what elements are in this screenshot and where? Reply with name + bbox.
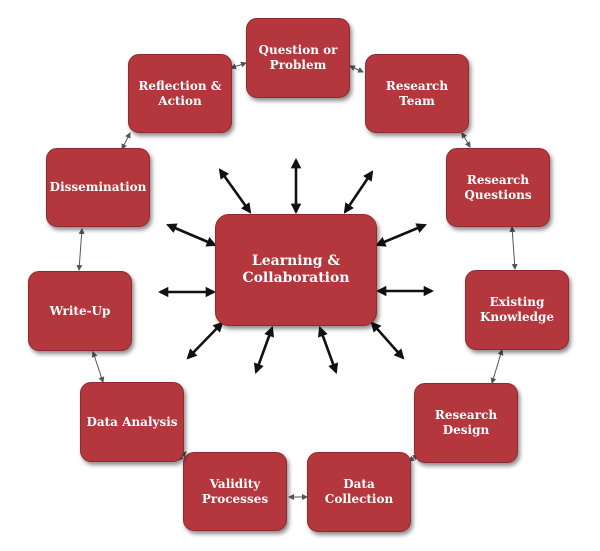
radial-arrow-upper-right xyxy=(375,223,427,247)
radial-arrow-lower-right xyxy=(370,321,405,360)
radial-arrow-bottom-right xyxy=(317,326,339,374)
connector-reflection-question xyxy=(230,61,247,70)
step-write-up: Write-Up xyxy=(28,271,132,351)
connector-analysis-writeup xyxy=(91,351,105,383)
step-dissemination: Dissemination xyxy=(46,148,150,227)
connector-dissemination-reflection xyxy=(121,132,131,150)
radial-arrow-lower-left xyxy=(186,321,224,360)
step-research-questions: Research Questions xyxy=(446,148,550,227)
radial-arrow-bottom-left xyxy=(253,326,275,374)
step-reflection-and-action: Reflection & Action xyxy=(128,54,232,133)
connector-questions-knowledge xyxy=(509,226,518,270)
connector-knowledge-design xyxy=(490,349,504,384)
step-validity-processes: Validity Processes xyxy=(183,452,287,531)
connector-writeup-dissemination xyxy=(76,228,85,271)
radial-arrows xyxy=(157,157,435,374)
center-node-learning-collaboration: Learning & Collaboration xyxy=(215,214,377,326)
radial-arrow-top-left xyxy=(218,168,252,214)
step-research-design: Research Design xyxy=(414,383,518,463)
radial-arrow-upper-left xyxy=(166,223,217,247)
step-data-analysis: Data Analysis xyxy=(80,382,184,462)
radial-arrow-top-right xyxy=(343,170,374,214)
step-research-team: Research Team xyxy=(365,54,469,133)
connector-question-team xyxy=(349,65,364,73)
step-question-or-problem: Question or Problem xyxy=(246,18,350,98)
step-existing-knowledge: Existing Knowledge xyxy=(465,270,569,350)
connector-team-questions xyxy=(461,132,471,148)
step-data-collection: Data Collection xyxy=(307,452,411,532)
